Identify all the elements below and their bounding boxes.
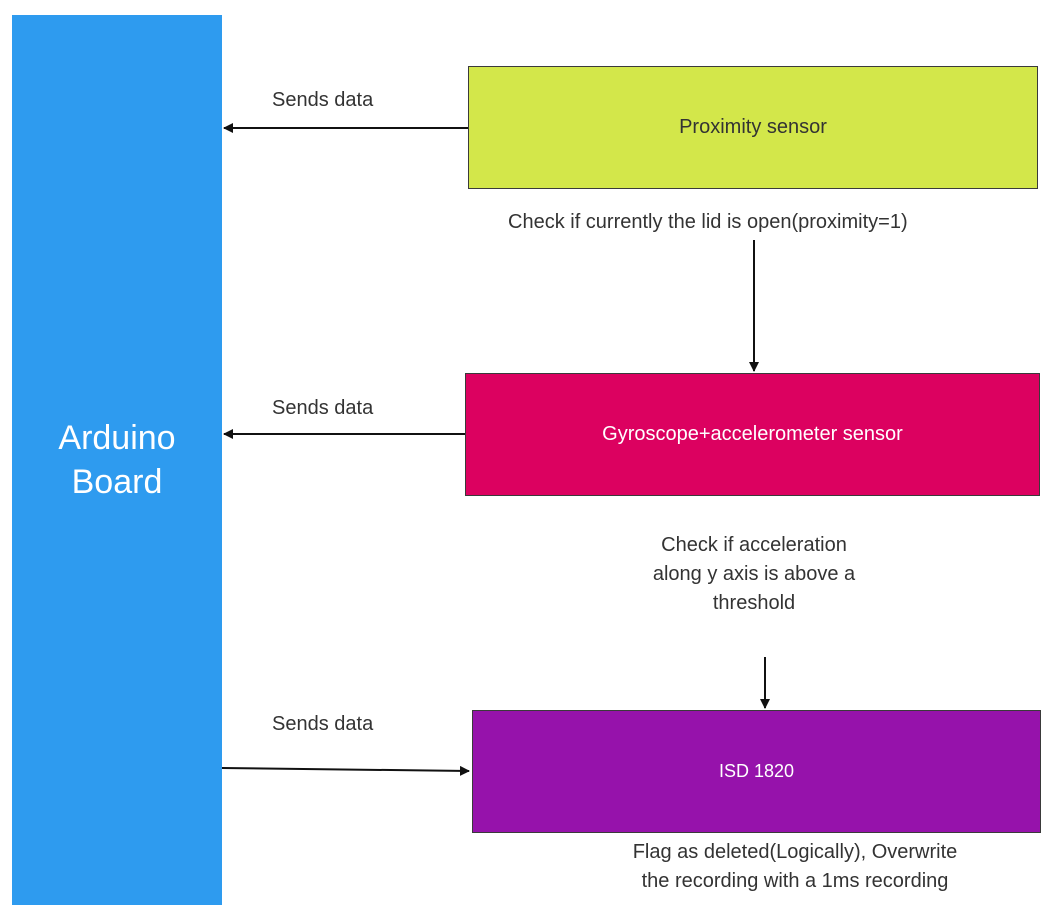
sends-data-label-1: Sends data bbox=[272, 89, 374, 111]
isd-1820-node: ISD 1820 bbox=[472, 710, 1041, 833]
gyroscope-accelerometer-node: Gyroscope+accelerometer sensor bbox=[465, 373, 1040, 496]
gyroscope-accelerometer-label: Gyroscope+accelerometer sensor bbox=[602, 423, 903, 445]
arduino-board-node: Arduino Board bbox=[12, 15, 222, 905]
proximity-sensor-node: Proximity sensor bbox=[468, 66, 1038, 189]
check-proximity-label: Check if currently the lid is open(proxi… bbox=[508, 211, 908, 233]
proximity-sensor-label: Proximity sensor bbox=[679, 116, 827, 138]
flag-deleted-label: Flag as deleted(Logically), Overwrite th… bbox=[632, 841, 958, 892]
arrow-arduino-to-isd bbox=[221, 765, 470, 776]
check-acceleration-label: Check if acceleration along y axis is ab… bbox=[652, 534, 856, 614]
sends-data-label-3: Sends data bbox=[272, 713, 374, 735]
isd-1820-label: ISD 1820 bbox=[718, 761, 795, 781]
arduino-board-label: Arduino Board bbox=[58, 419, 176, 501]
sends-data-label-2: Sends data bbox=[272, 397, 374, 419]
